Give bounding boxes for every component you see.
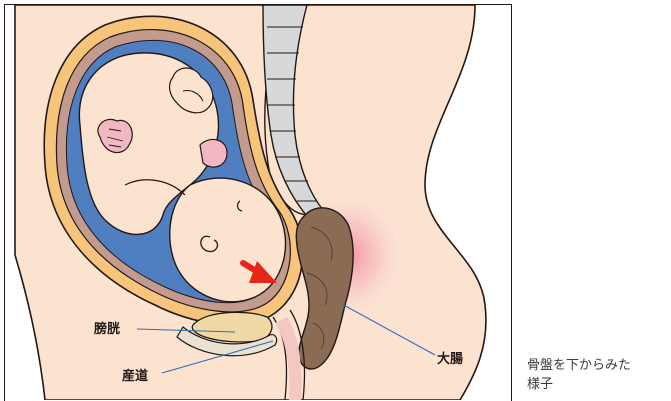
- caption-line-1: 骨盤を下からみた: [527, 356, 667, 375]
- birth-canal-label: 産道: [122, 370, 148, 383]
- pregnancy-cross-section-illustration: [5, 5, 510, 400]
- figure-caption: 骨盤を下からみた 様子: [527, 356, 667, 394]
- illustration-frame: 膀胱 産道 大腸: [4, 4, 512, 401]
- large-intestine-label: 大腸: [437, 353, 463, 366]
- caption-line-2: 様子: [527, 375, 667, 394]
- bladder-label: 膀胱: [94, 323, 120, 336]
